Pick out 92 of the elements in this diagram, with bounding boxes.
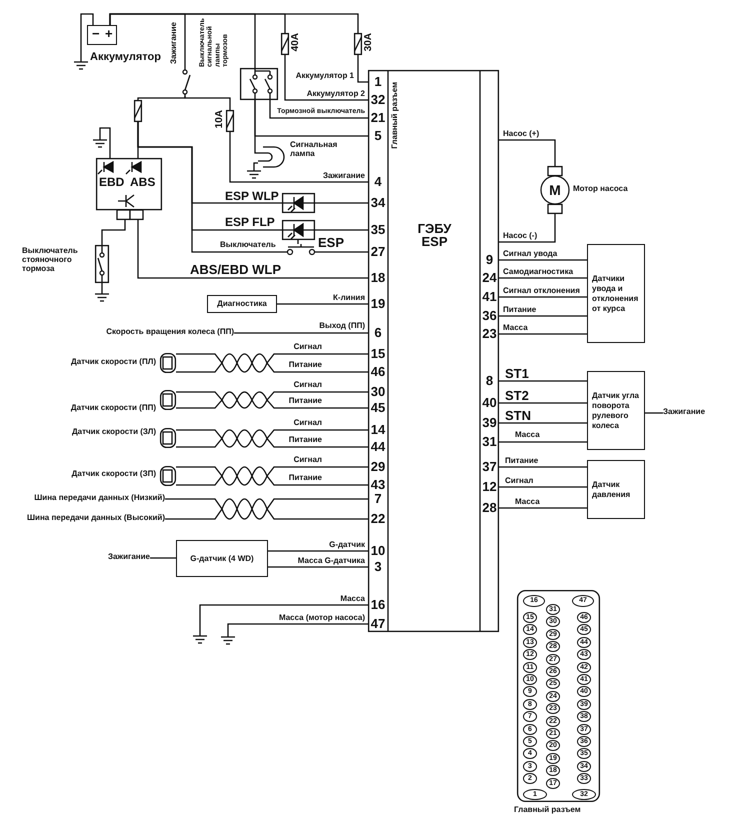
component-label: Выключатель [220, 241, 276, 250]
wire-label: Насос (+) [503, 130, 540, 139]
pin-number: 14 [370, 423, 386, 436]
wire-label: ST2 [505, 389, 529, 404]
pin-number: 16 [370, 598, 386, 611]
pin-number: 22 [370, 512, 386, 525]
component-label: Мотор насоса [573, 185, 628, 194]
wire-label: STN [505, 409, 531, 424]
component-label: Аккумулятор [90, 51, 161, 64]
wire-label: Сигнал [294, 343, 322, 352]
wire-label: Масса [340, 595, 365, 604]
wire-label: Аккумулятор 2 [306, 90, 365, 99]
pin-number: 44 [370, 440, 386, 453]
wire-label: Масса [515, 498, 540, 507]
wire-label: G-датчик [329, 541, 365, 550]
unit-label: ГЭБУ ESP [416, 222, 452, 248]
wire-label: Сигнал [294, 381, 322, 390]
pin-number: 37 [481, 460, 498, 473]
module-label: EBD [99, 176, 124, 190]
pin-number: 47 [370, 617, 386, 630]
pin-number: 7 [373, 492, 383, 505]
component-label: Сигнальная лампа [290, 141, 338, 159]
wire-label: Питание [288, 436, 322, 445]
pin-number: 8 [484, 374, 494, 387]
pin-number: 21 [370, 111, 386, 124]
wire-label: Питание [288, 474, 322, 483]
pin-number: 35 [370, 223, 386, 236]
component-label: Выключатель стояночного тормоза [22, 247, 79, 274]
wire-label: Питание [505, 457, 538, 466]
connector-label: Главный разъем [391, 82, 400, 149]
polarity-sign: + [105, 27, 113, 42]
component-label: 40A [290, 33, 301, 52]
wire-label: Сигнал [505, 477, 534, 486]
pin-number: 1 [373, 75, 383, 88]
wire-label: Масса [503, 324, 528, 333]
pin-number: 5 [373, 129, 383, 142]
wire-label: Питание [288, 397, 322, 406]
wire-label: Масса G-датчика [298, 557, 365, 566]
pin-number: 27 [370, 245, 386, 258]
pin-number: 34 [370, 196, 386, 209]
wire-label: К-линия [333, 294, 365, 303]
pin-number: 41 [481, 290, 498, 303]
pin-number: 28 [481, 501, 498, 514]
pin-number: 40 [481, 396, 498, 409]
component-label: Датчик скорости (ПП) [70, 404, 156, 413]
wire-label: Масса [515, 431, 540, 440]
pin-number: 9 [484, 253, 494, 266]
wire-label: Сигнал [294, 456, 322, 465]
wire-label: Самодиагностика [503, 268, 574, 277]
pin-number: 23 [481, 327, 498, 340]
component-label: 10A [214, 110, 225, 128]
pin-number: 3 [373, 560, 383, 573]
component-label: ESP WLP [225, 190, 279, 204]
module-label: ABS [130, 176, 156, 190]
component-label: Главный разъем [514, 806, 581, 815]
pin-number: 29 [370, 460, 386, 473]
pin-number: 6 [373, 326, 383, 339]
pin-number: 32 [370, 93, 386, 106]
component-label: ESP [318, 236, 344, 250]
pin-number: 4 [373, 175, 383, 188]
wire-label: Масса (мотор насоса) [278, 614, 365, 623]
wire-label: Питание [503, 306, 536, 315]
component-label: Зажигание [170, 22, 179, 64]
pin-number: 46 [370, 365, 386, 378]
wire-label: Аккумулятор 1 [296, 72, 354, 81]
pin-number: 31 [481, 435, 498, 448]
component-label: 30A [363, 33, 374, 52]
wire-label: Насос (-) [503, 232, 538, 241]
pin-number: 45 [370, 401, 386, 414]
wire-label: ABS/EBD WLP [190, 263, 281, 278]
pin-number: 39 [481, 416, 498, 429]
wire-label: Зажигание [322, 172, 365, 181]
wire-label: Сигнал отклонения [503, 287, 580, 296]
pin-number: 18 [370, 271, 386, 284]
polarity-sign: − [92, 27, 100, 42]
wire-label: Питание [288, 361, 322, 370]
wire-label: Выход (ПП) [319, 322, 365, 331]
pin-number: 15 [370, 347, 386, 360]
component-label: ESP FLP [225, 216, 275, 230]
pin-number: 12 [481, 480, 498, 493]
pin-number: 10 [370, 544, 386, 557]
pin-number: 30 [370, 385, 386, 398]
wire-label: Сигнал [294, 419, 322, 428]
wire-label: Сигнал увода [503, 250, 558, 259]
component-label: Датчик скорости (ЗЛ) [72, 428, 156, 437]
component-label: Датчик скорости (ЗП) [72, 470, 156, 479]
pin-number: 43 [370, 478, 386, 491]
pin-number: 24 [481, 271, 498, 284]
component-label: Датчик скорости (ПЛ) [71, 358, 156, 367]
pin-number: 19 [370, 297, 386, 310]
pin-number: 36 [481, 309, 498, 322]
wire-label: ST1 [505, 367, 529, 382]
